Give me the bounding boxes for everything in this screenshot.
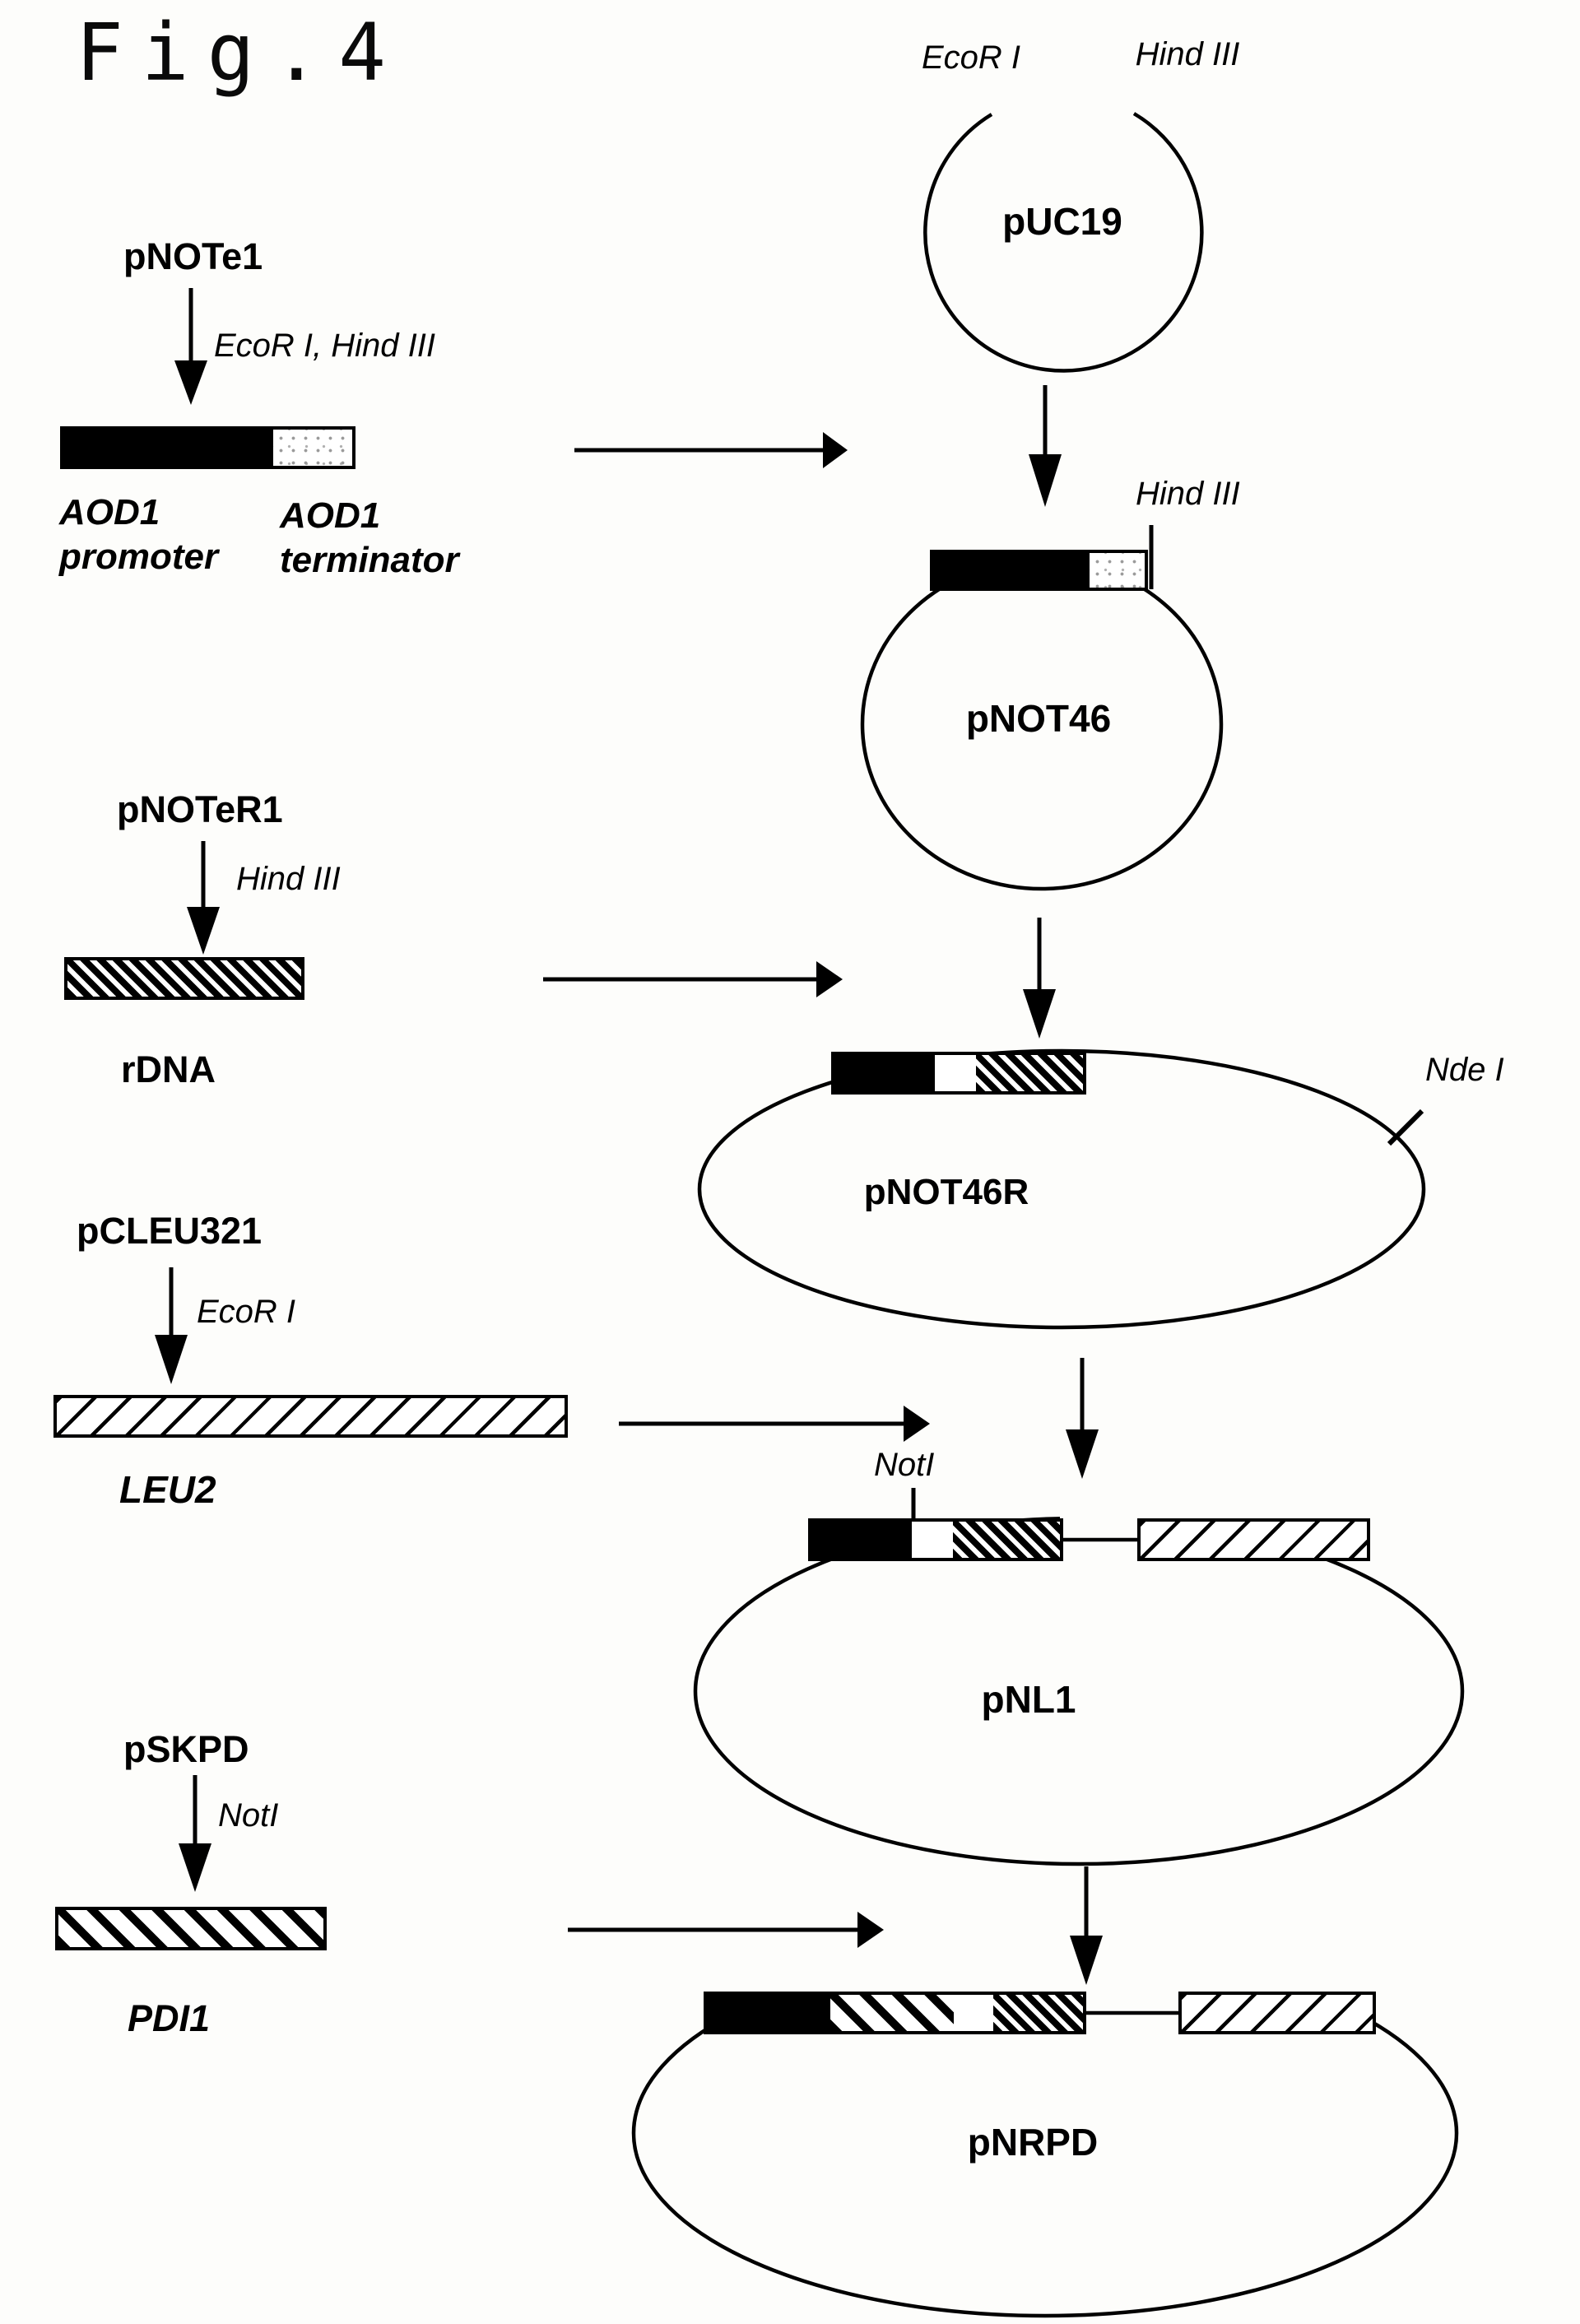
leu2-label: LEU2 [119,1468,216,1511]
pnl1-noti-site-label: NotI [874,1447,935,1483]
pnote1-name: pNOTe1 [123,235,263,277]
aod1-promoter-label: AOD1 promoter [59,490,218,579]
pnot46r-rdna-segment [976,1055,1083,1091]
pnot46r-ndeI-tick [1387,1109,1424,1146]
arrow-pnot46r-to-pnl1-icon [1066,1358,1099,1479]
arrow-pskpd-digest-icon [179,1775,211,1892]
pnote1-enzymes-label: EcoR I, Hind III [214,328,435,364]
pnoter1-enzymes-label: Hind III [236,861,341,897]
pdi1-label: PDI1 [128,1997,211,2039]
puc19-ecori-site-label: EcoR I [921,40,1021,76]
leu2-segment [57,1398,565,1434]
aod1-terminator-segment [273,430,352,466]
puc19-name: pUC19 [1002,200,1122,243]
pnot46r-insert-bar [831,1052,1086,1095]
pnot46r-ndei-site-label: Nde I [1425,1052,1504,1088]
pskpd-enzymes-label: NotI [218,1797,279,1834]
aod1-promoter-text: promoter [59,536,219,577]
puc19-hindiii-site-label: Hind III [1135,36,1240,72]
pnrpd-gap-cover [708,1945,1371,1993]
pnl1-promoter-segment [811,1522,912,1558]
pnrpd-promoter-segment [707,1995,830,2031]
arrow-leu2-to-pnl1-icon [619,1406,930,1442]
figure-title: Fig.4 [76,7,404,99]
pnot46-name: pNOT46 [965,697,1112,740]
pnrpd-leu2-segment [1182,1995,1373,2031]
puc19-circle [923,112,1204,373]
pnrpd-left-insert-bar [704,1992,1086,2034]
arrow-aod1-to-pnot46-icon [574,432,848,468]
pnoter1-name: pNOTeR1 [117,788,283,830]
arrow-pnot46-to-pnot46r-icon [1023,918,1056,1039]
arrow-puc19-to-pnot46-icon [1029,385,1062,507]
pnl1-name: pNL1 [981,1678,1076,1721]
rdna-label: rDNA [121,1048,216,1090]
aod1-gene-text-2: AOD1 [280,495,381,536]
pnl1-rdna-segment [953,1522,1060,1558]
arrow-pcleu321-digest-icon [155,1267,188,1384]
leu2-fragment-bar [53,1395,568,1438]
aod1-terminator-label: AOD1 terminator [280,494,459,582]
pnrpd-spacer-segment [954,1995,993,2031]
pnot46-terminator-segment [1090,553,1145,588]
pnot46-hindiii-site-label: Hind III [1136,476,1240,512]
pdi1-fragment-bar [55,1907,327,1950]
pnl1-spacer-segment [912,1522,953,1558]
pnot46-insert-bar [930,550,1148,591]
pnl1-right-insert-bar [1137,1518,1370,1561]
pnrpd-name: pNRPD [967,2121,1099,2164]
pnot46r-spacer-segment [935,1055,976,1091]
aod1-terminator-text: terminator [280,539,459,580]
aod1-promoter-segment [63,430,273,466]
pnot46r-name: pNOT46R [863,1172,1029,1212]
pnot46r-promoter-segment [834,1055,935,1091]
arrow-pnote1-digest-icon [174,288,207,405]
pnl1-leu2-segment [1141,1522,1367,1558]
pdi1-segment [58,1910,323,1947]
pnrpd-right-insert-bar [1178,1992,1376,2034]
arrow-pdi1-to-pnrpd-icon [568,1912,884,1948]
pnot46-promoter-segment [933,553,1090,588]
pskpd-name: pSKPD [123,1728,249,1770]
aod1-fragment-bar [60,426,356,469]
arrow-pnoter1-digest-icon [187,841,220,955]
rdna-fragment-bar [64,957,304,1000]
rdna-segment [67,960,301,997]
pnl1-left-insert-bar [808,1518,1063,1561]
pcleu321-enzymes-label: EcoR I [197,1294,296,1330]
pnrpd-rdna-segment [993,1995,1083,2031]
arrow-pnl1-to-pnrpd-icon [1070,1866,1103,1985]
aod1-gene-text: AOD1 [59,492,160,532]
pnl1-gap-cover [1060,1509,1139,1536]
pnot46r-ellipse [697,1048,1426,1330]
pcleu321-name: pCLEU321 [77,1210,263,1252]
pnrpd-pdi1-segment [830,1995,954,2031]
arrow-rdna-to-pnot46r-icon [543,961,843,997]
